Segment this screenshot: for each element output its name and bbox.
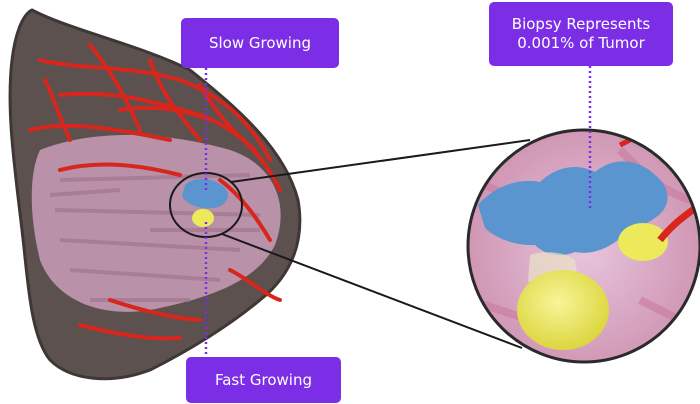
biopsy-label: Biopsy Represents 0.001% of Tumor <box>489 2 673 66</box>
slow-growing-label: Slow Growing <box>181 18 339 68</box>
zoom-line-bottom <box>221 233 523 349</box>
fast-growing-label: Fast Growing <box>186 357 341 403</box>
fast-growing-text: Fast Growing <box>214 370 312 389</box>
fast-growing-region <box>517 270 609 350</box>
blood-vessels <box>28 43 282 341</box>
biopsy-text-line1: Biopsy Represents <box>511 15 651 33</box>
biopsy-text-line2: 0.001% of Tumor <box>517 34 645 52</box>
zoom-line-top <box>230 139 531 183</box>
slow-growing-text: Slow Growing <box>208 33 311 52</box>
slow-growing-region <box>478 161 668 256</box>
zoom-circle <box>466 128 700 364</box>
zoom-view <box>468 130 700 362</box>
tumor-in-tissue <box>182 178 228 227</box>
